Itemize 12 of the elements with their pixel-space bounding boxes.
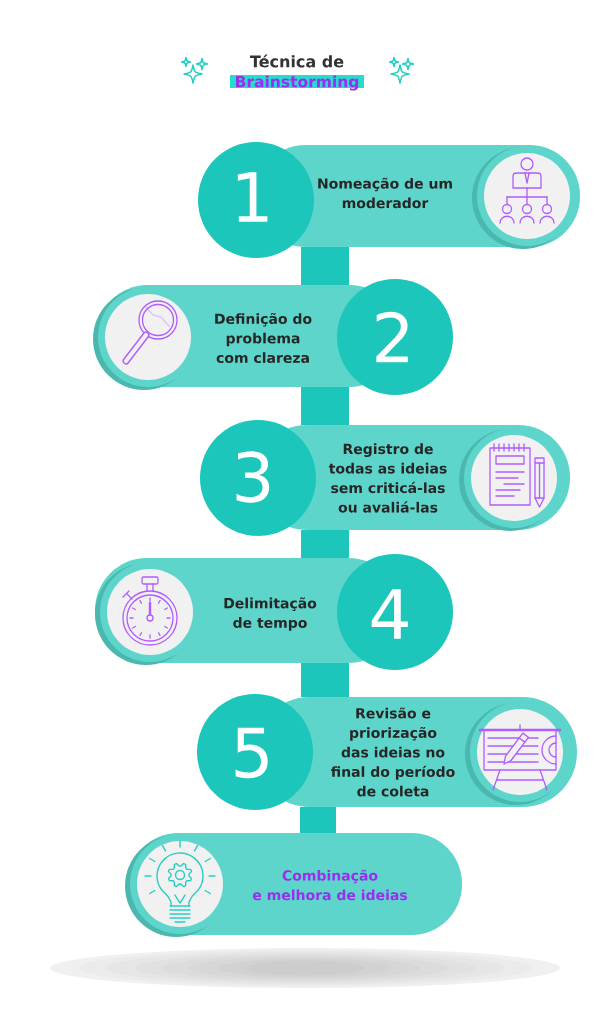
- step-number: 1: [237, 172, 268, 222]
- step-number: 5: [235, 727, 268, 779]
- connector: [301, 247, 349, 285]
- step-number: 2: [376, 311, 408, 363]
- title: Técnica de: [250, 54, 344, 68]
- connector: [301, 387, 349, 426]
- step-number: 4: [371, 589, 408, 639]
- connector: [301, 529, 349, 558]
- step-number: 3: [236, 451, 270, 503]
- connector: [300, 807, 336, 833]
- connector: [301, 663, 349, 697]
- highlighted-word: Brainstorming: [230, 75, 364, 91]
